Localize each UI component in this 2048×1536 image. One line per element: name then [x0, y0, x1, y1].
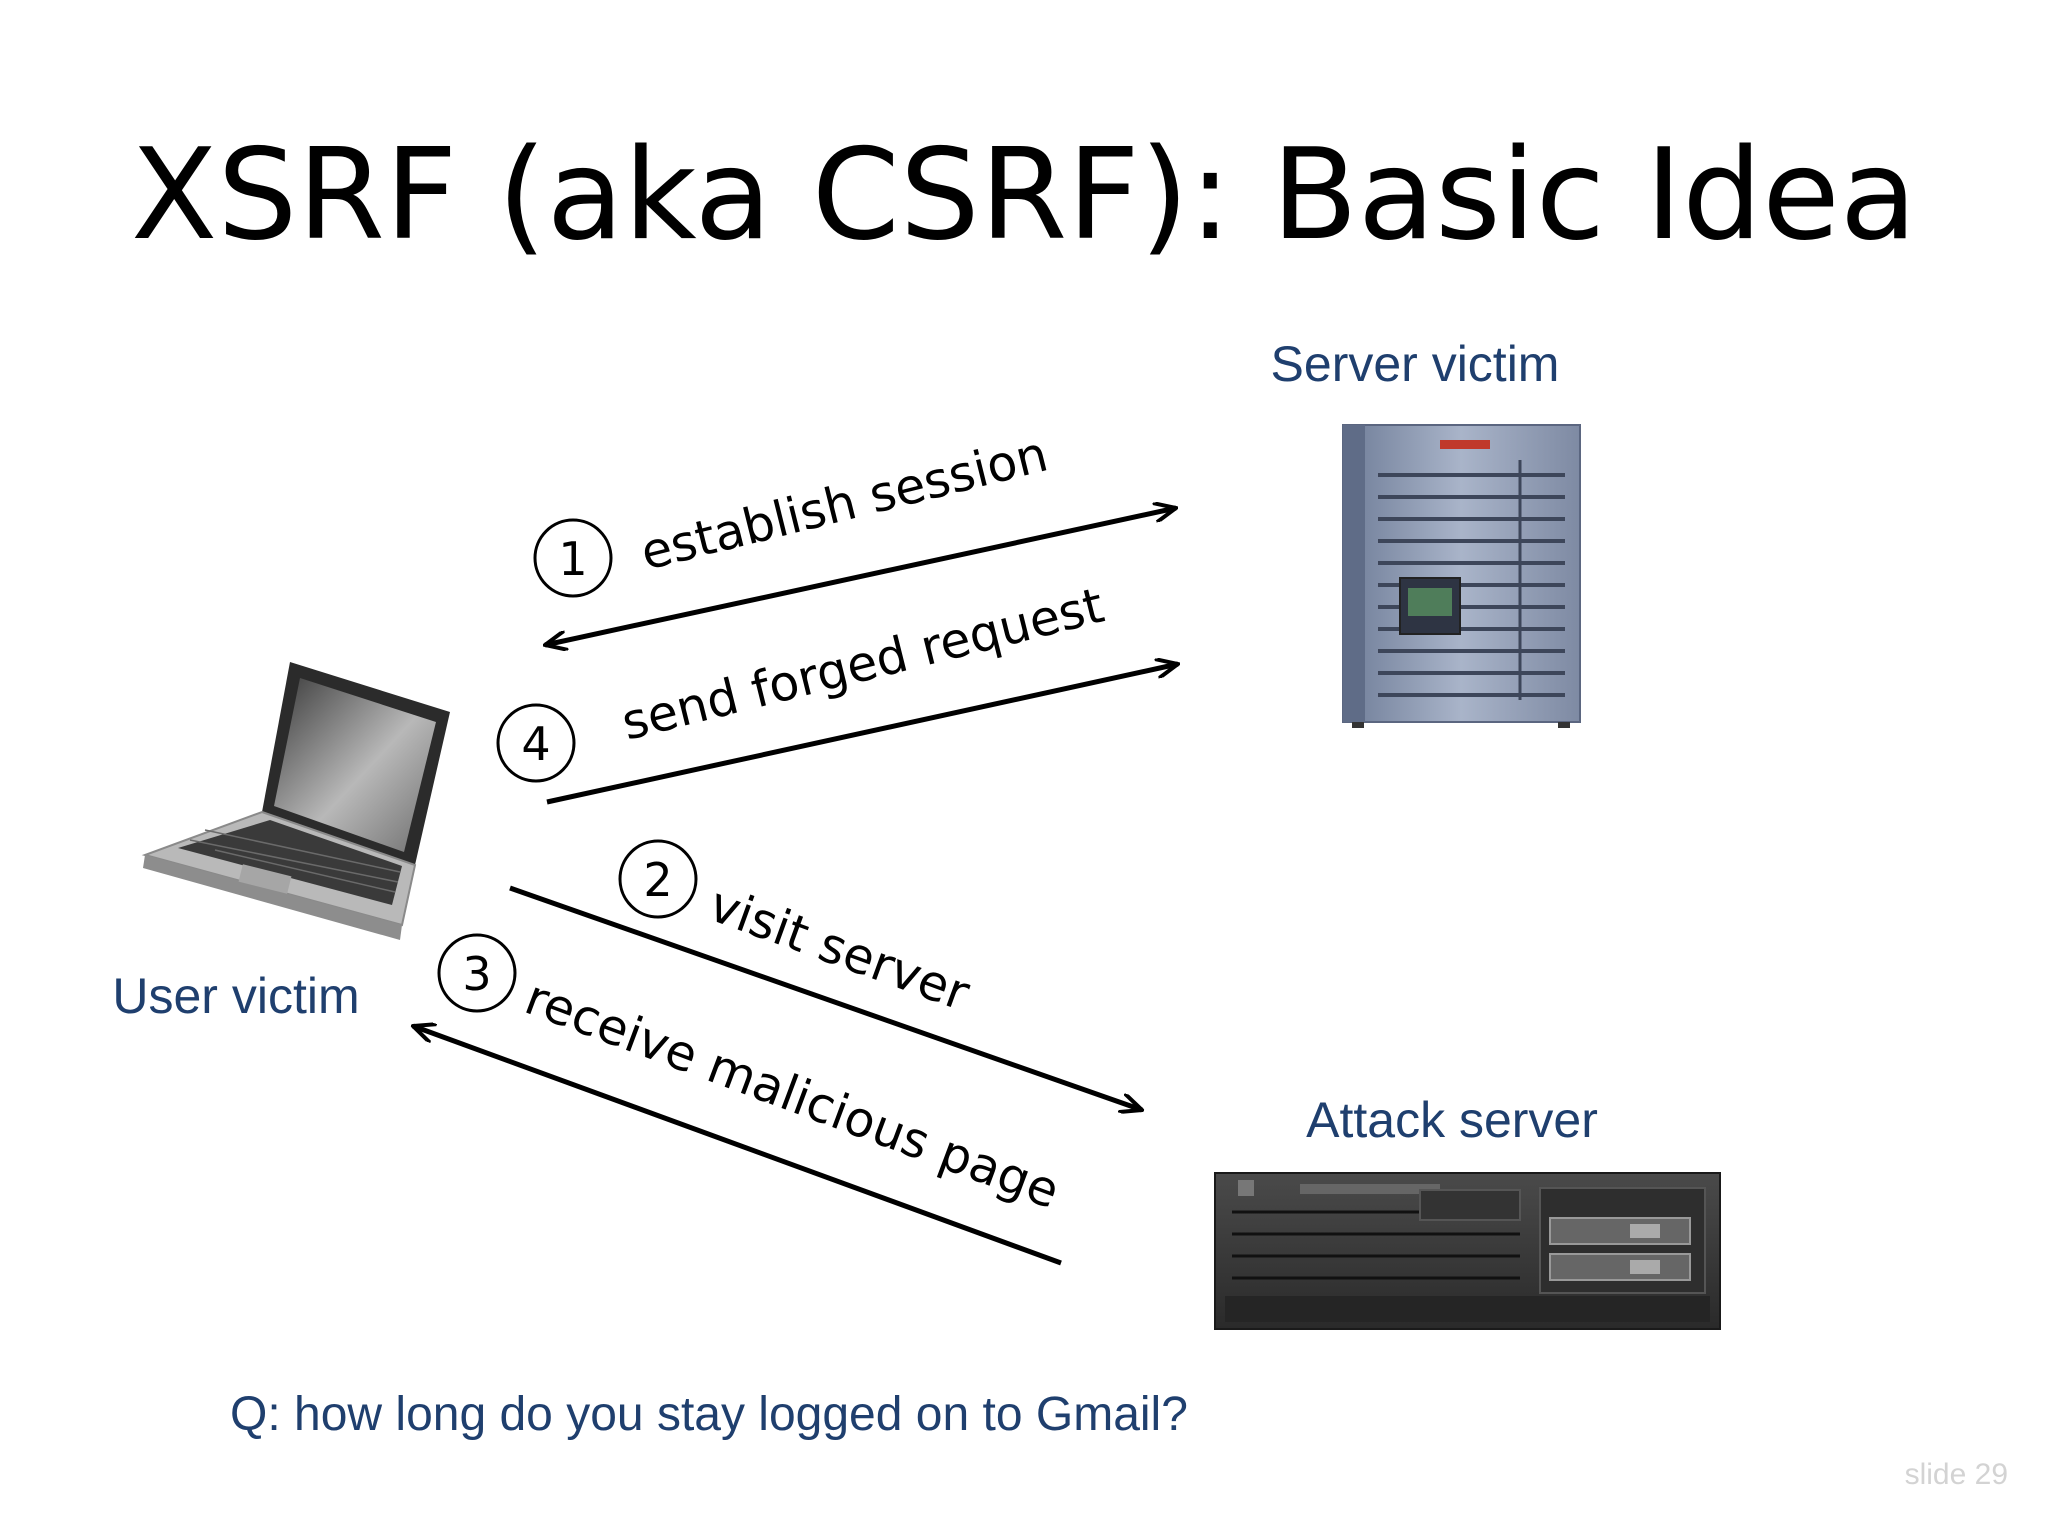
tower-server-icon	[1342, 424, 1581, 728]
establish-session-arrow	[545, 508, 1176, 645]
step-3-number: 3	[462, 947, 491, 1001]
user-victim-label: User victim	[112, 968, 359, 1024]
attack-server-label: Attack server	[1306, 1092, 1598, 1148]
step-4-number: 4	[521, 717, 550, 771]
send-forged-request-label: send forged request	[616, 577, 1109, 752]
visit-server-arrow	[509, 885, 1142, 1110]
slide-number: slide 29	[1905, 1458, 2008, 1491]
server-victim-label: Server victim	[1271, 336, 1560, 392]
step-2-number: 2	[643, 853, 672, 907]
step-3-marker: 3	[437, 933, 517, 1013]
receive-malicious-page-arrow	[413, 1026, 1062, 1266]
send-forged-request-arrow	[546, 664, 1178, 805]
question-text: Q: how long do you stay logged on to Gma…	[230, 1388, 1188, 1441]
visit-server-label: visit server	[702, 876, 978, 1023]
step-4-marker: 4	[496, 703, 576, 783]
rack-server-icon	[1214, 1172, 1721, 1330]
step-1-marker: 1	[533, 518, 613, 598]
slide-title: XSRF (aka CSRF): Basic Idea	[131, 121, 1917, 268]
step-2-marker: 2	[618, 839, 698, 919]
step-1-number: 1	[558, 532, 587, 586]
laptop-icon	[141, 662, 450, 940]
establish-session-label: establish session	[635, 426, 1053, 582]
